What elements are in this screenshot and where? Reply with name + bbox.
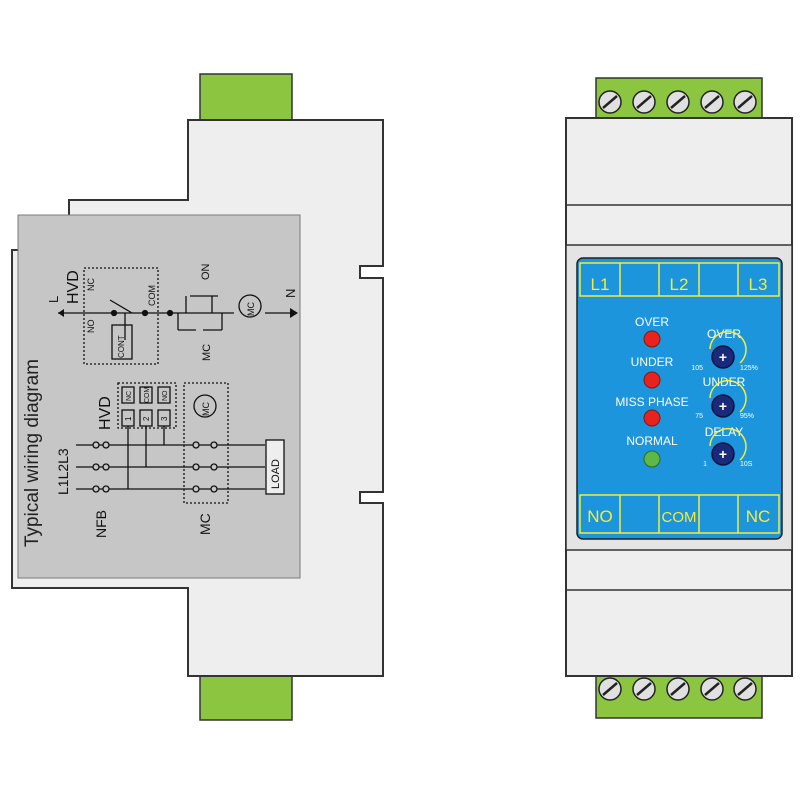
nfb-switches: [92, 441, 110, 493]
led-miss-phase: [643, 409, 661, 427]
side-view: Typical wiring diagram HVD NC NO COM: [11, 73, 384, 721]
hvd-terminal-2: [139, 386, 153, 404]
terminal-label-l3: L3: [749, 275, 768, 294]
bottom-terminal-screws: [598, 677, 757, 701]
led-normal: [643, 450, 661, 468]
cont-box: [111, 324, 133, 360]
terminal-label-nc: NC: [126, 391, 133, 401]
wiring-title: Typical wiring diagram: [22, 359, 43, 547]
knob-scale-over: [709, 330, 747, 364]
knob-scale-under: [709, 379, 747, 413]
com-node: [141, 309, 149, 317]
bottom-terminal-label-strip: [579, 494, 780, 534]
knob-under[interactable]: [711, 394, 735, 418]
indicator-label-over: OVER: [635, 315, 669, 329]
knob-plus-icon-delay: +: [719, 446, 727, 462]
top-screw-slot-5: [737, 95, 753, 109]
mc-coil-symbol: [238, 294, 262, 318]
knob-min-delay: 1: [703, 461, 707, 468]
blue-face-panel: [576, 257, 783, 540]
mc-box: [183, 382, 229, 504]
top-screw-slot-3: [670, 95, 686, 109]
knob-delay[interactable]: [711, 442, 735, 466]
terminal-label-nc: NC: [746, 507, 771, 526]
front-view: L1 L2 L3 NO COM NC OVER UNDER MISS PHASE…: [565, 77, 793, 719]
knob-scale-delay: [709, 427, 747, 461]
com-label: COM: [147, 285, 157, 306]
side-bottom-terminal-block: [199, 671, 293, 721]
cont-label: CONT: [117, 335, 126, 358]
hvd-top-label: HVD: [65, 270, 82, 304]
top-terminal-screws: [598, 90, 757, 114]
terminal-label-l1: L1: [591, 275, 610, 294]
nfb-label: NFB: [93, 510, 109, 538]
top-screw-slot-1: [602, 95, 618, 109]
relay-switch-arm: [109, 299, 133, 314]
mc-coil-label-lower: MC: [201, 402, 211, 416]
power-circuit: [76, 382, 285, 504]
led-under: [643, 371, 661, 389]
hvd-relay-box: [83, 267, 159, 365]
load-label: LOAD: [270, 459, 282, 489]
knob-max-delay: 10S: [740, 461, 753, 468]
terminal-label-com: COM: [662, 509, 697, 526]
neutral-arrow-icon: [290, 308, 298, 318]
knob-label-under: UNDER: [703, 375, 746, 389]
on-switch-node: [166, 309, 174, 317]
hvd-terminal-3: [157, 386, 171, 404]
terminal-label-3: 3: [160, 416, 169, 421]
top-screw-slot-2: [636, 95, 652, 109]
phase-labels: L1L2L3: [55, 448, 71, 495]
line-label: L: [46, 296, 61, 303]
hvd-terminal-box: [117, 382, 177, 429]
bottom-screw-slot-1: [602, 682, 618, 696]
terminal-label-com: COM: [144, 387, 151, 404]
mc-main-contacts: [192, 441, 218, 493]
mc-coil-symbol-lower: [193, 394, 217, 418]
bottom-screw-slot-3: [670, 682, 686, 696]
no-label: NO: [86, 320, 96, 334]
load-box: [265, 439, 285, 495]
nc-label: NC: [86, 278, 96, 291]
on-label: ON: [200, 263, 212, 280]
top-terminal-label-strip: [579, 262, 780, 297]
knob-over[interactable]: [711, 345, 735, 369]
neutral-label: N: [283, 289, 298, 298]
hvd-terminal-1: [121, 386, 135, 404]
bottom-screw-slot-2: [636, 682, 652, 696]
terminal-label-1: 1: [124, 416, 133, 421]
top-screw-slot-4: [704, 95, 720, 109]
knob-min-under: 75: [695, 413, 703, 420]
line-arrow-icon: [58, 309, 64, 317]
wiring-diagram-panel: [17, 214, 301, 579]
led-over: [643, 330, 661, 348]
bottom-screw-slot-5: [737, 682, 753, 696]
indicator-label-normal: NORMAL: [626, 434, 678, 448]
knob-plus-icon-under: +: [719, 398, 727, 414]
knob-max-under: 95%: [740, 413, 754, 420]
bottom-screw-slot-4: [704, 682, 720, 696]
knob-min-over: 105: [691, 365, 703, 372]
terminal-label-2: 2: [142, 416, 151, 421]
terminal-label-no: NO: [162, 390, 169, 401]
mc-label: MC: [197, 513, 213, 535]
indicator-label-miss-phase: MISS PHASE: [615, 395, 688, 409]
relay-node: [110, 309, 118, 317]
mc-contact-label: MC: [201, 344, 213, 361]
control-circuit: [58, 267, 290, 365]
knob-plus-icon-over: +: [719, 349, 727, 365]
terminal-label-no: NO: [587, 507, 613, 526]
knob-max-over: 125%: [740, 365, 758, 372]
indicator-label-under: UNDER: [631, 355, 674, 369]
mc-coil-label: MC: [246, 302, 256, 316]
hvd-bottom-label: HVD: [97, 396, 114, 430]
side-top-terminal-block: [199, 73, 293, 123]
terminal-label-l2: L2: [670, 275, 689, 294]
